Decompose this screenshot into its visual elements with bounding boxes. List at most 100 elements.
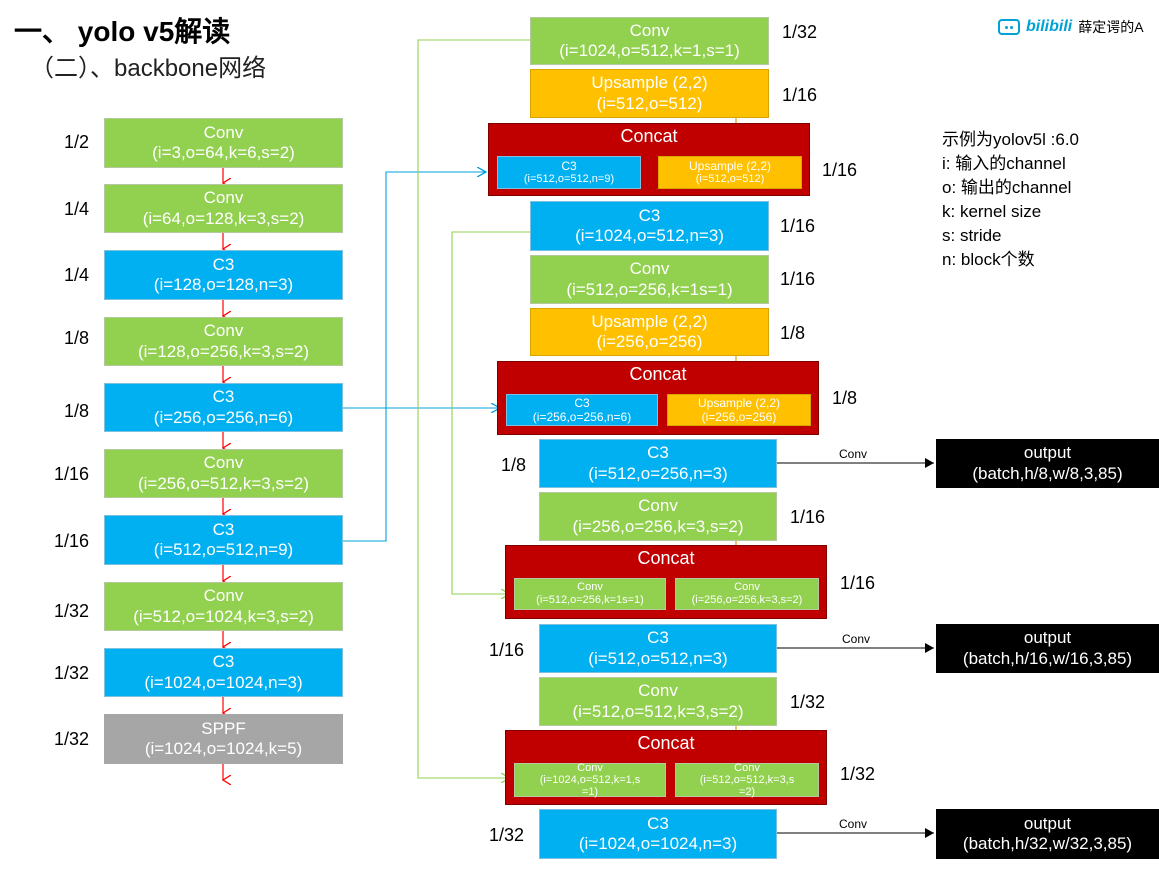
block-params: (i=256,o=256) [596,332,703,351]
block-name: C3 [212,387,235,407]
scale-label: 1/16 [489,640,525,660]
backbone-block: C3 (i=512,o=512,n=9) [104,515,343,565]
output-shape: (batch,h/8,w/8,3,85) [972,463,1123,483]
concat-input-c3: C3 (i=256,o=256,n=6) [506,394,658,426]
skip-line-conv-1024 [417,39,530,778]
scale-label: 1/8 [64,401,90,421]
watermark: bilibili 薛定谔的A [998,17,1144,37]
block-params: (i=512,o=512,n=3) [588,648,728,668]
block-params: (i=1024,o=1024,n=3) [144,672,303,692]
block-params: (i=1024,o=1024,n=3) [578,834,738,853]
block-name: Conv [203,321,244,341]
block-name: Conv [734,580,760,593]
page-subtitle: （二）、backbone网络 [30,55,267,82]
skip-line-conv-512 [451,231,530,594]
block-params: (i=512,o=256,k=1s=1) [566,279,733,299]
block-params: (i=512,o=512) [596,93,703,113]
block-params: (i=512,o=256,k=1s=1) [536,594,644,606]
concat-input-conv: Conv (i=512,o=256,k=1s=1) [514,578,666,610]
block-params: (i=256,o=256,k=3,s=2) [691,594,803,606]
output-edge-label: Conv [839,447,868,461]
legend-line: o: 输出的channel [942,178,1072,197]
head-conv-block: Conv (i=256,o=256,k=3,s=2) [539,492,777,541]
concat-block: Concat C3 (i=256,o=256,n=6) Upsample (2,… [497,361,819,435]
block-params: (i=128,o=128,n=3) [153,275,294,294]
output-title: output [1023,628,1072,648]
scale-label: 1/16 [790,507,826,527]
block-params: (i=256,o=256) [701,410,777,424]
block-name: C3 [212,254,235,274]
head-c3-block: C3 (i=512,o=256,n=3) [539,439,777,488]
legend-line: i: 输入的channel [942,154,1066,173]
scale-label: 1/16 [822,160,858,180]
scale-label: 1/32 [790,692,826,712]
concat-title: Concat [620,126,678,146]
output-title: output [1023,443,1072,463]
bilibili-tv-icon [998,19,1020,35]
block-name: Conv [638,681,678,701]
block-params-cont: =1) [581,786,599,799]
backbone-block: Conv (i=64,o=128,k=3,s=2) [104,184,343,233]
output-block: output (batch,h/16,w/16,3,85) [936,624,1159,673]
concat-input-upsample: Upsample (2,2) (i=512,o=512) [658,156,802,189]
block-params: (i=256,o=256,n=6) [153,407,294,427]
output-shape: (batch,h/32,w/32,3,85) [962,834,1133,853]
block-name: Conv [203,188,244,208]
legend-line: 示例为yolov5l :6.0 [942,130,1079,149]
block-name: C3 [647,443,669,463]
scale-label: 1/32 [489,825,525,845]
backbone-block: Conv (i=512,o=1024,k=3,s=2) [104,582,343,631]
scale-label: 1/16 [840,573,876,593]
block-params-cont: =2) [738,786,756,799]
scale-label: 1/32 [840,764,876,784]
concat-input-upsample: Upsample (2,2) (i=256,o=256) [667,394,811,426]
block-name: SPPF [201,718,246,738]
block-params: (i=128,o=256,k=3,s=2) [137,341,310,361]
concat-title: Concat [629,364,687,384]
skip-line-c3-512 [343,172,486,542]
head-c3-block: C3 (i=1024,o=1024,n=3) [539,809,777,859]
output-edge-label: Conv [839,817,868,831]
block-name: C3 [212,652,235,672]
legend-line: k: kernel size [942,202,1042,221]
head-c3-block: C3 (i=512,o=512,n=3) [539,624,777,673]
block-params: (i=1024,o=512,n=3) [575,226,724,245]
concat-input-conv: Conv (i=512,o=512,k=3,s =2) [675,762,819,799]
page-title: 一、 yolo v5解读 [14,16,231,47]
scale-label: 1/4 [64,199,90,219]
concat-input-conv: Conv (i=1024,o=512,k=1,s =1) [514,761,666,799]
block-name: Upsample (2,2) [591,73,708,93]
scale-label: 1/4 [64,265,90,285]
block-name: Conv [203,586,244,606]
output-title: output [1023,813,1072,833]
backbone-block: Conv (i=128,o=256,k=3,s=2) [104,317,343,366]
block-name: Conv [577,580,603,593]
block-params: (i=1024,o=1024,k=5) [144,739,303,758]
concat-input-conv: Conv (i=256,o=256,k=3,s=2) [675,578,819,610]
backbone-block: SPPF (i=1024,o=1024,k=5) [104,714,343,764]
head-upsample-block: Upsample (2,2) (i=256,o=256) [530,308,769,356]
scale-label: 1/32 [782,22,818,42]
block-name: Conv [203,122,244,142]
block-name: Conv [629,259,670,279]
scale-label: 1/2 [64,132,90,152]
scale-label: 1/32 [54,601,90,621]
block-name: C3 [647,628,669,648]
block-params: (i=512,o=512,n=9) [523,173,615,186]
block-params: (i=1024,o=512,k=1,s=1) [559,41,740,60]
block-params: (i=3,o=64,k=6,s=2) [152,143,295,162]
scale-label: 1/32 [54,663,90,683]
block-params: (i=512,o=512,n=9) [153,540,294,559]
scale-label: 1/16 [54,531,90,551]
block-name: Upsample (2,2) [688,158,772,173]
block-params: (i=512,o=512,k=3,s=2) [572,701,744,721]
concat-title: Concat [637,733,695,753]
brand-logo: bilibili [1026,18,1073,35]
block-params: (i=512,o=512) [695,173,765,186]
backbone-block: C3 (i=256,o=256,n=6) [104,383,343,432]
scale-label: 1/16 [780,216,816,236]
author-name: 薛定谔的A [1078,19,1144,35]
block-name: Conv [577,761,603,774]
head-conv-block: Conv (i=512,o=256,k=1s=1) [530,255,769,304]
head-conv-block: Conv (i=512,o=512,k=3,s=2) [539,677,777,726]
